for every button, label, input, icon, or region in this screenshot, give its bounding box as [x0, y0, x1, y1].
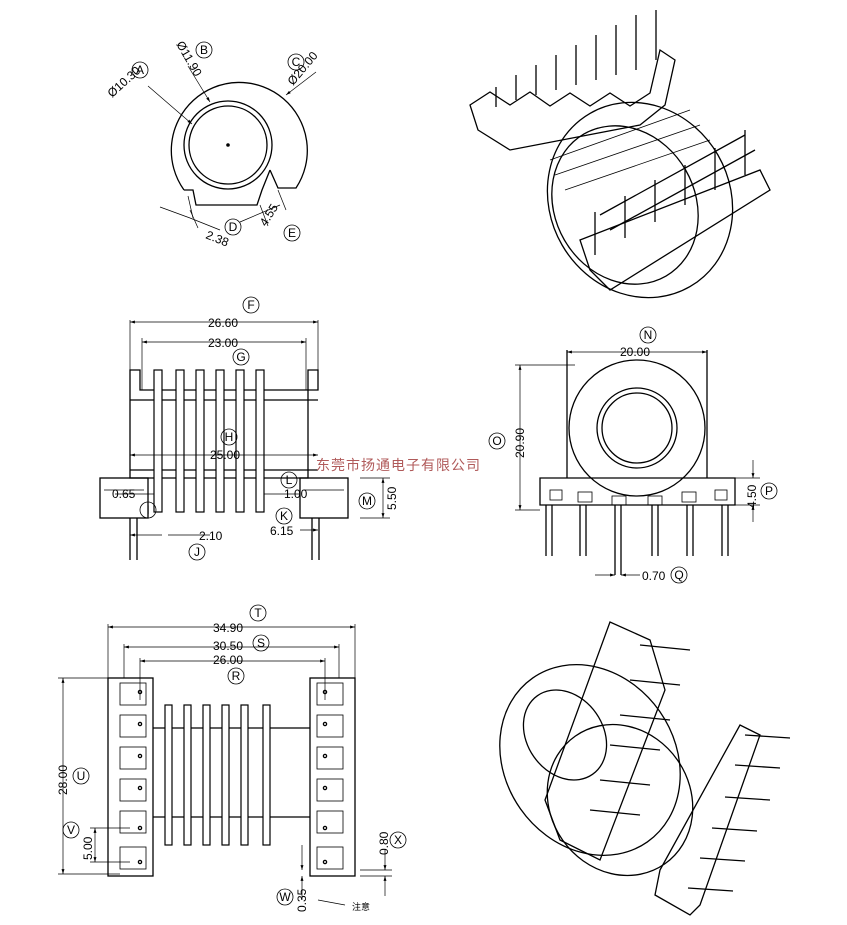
label-G: G	[232, 348, 250, 366]
label-I: I	[139, 501, 157, 519]
svg-text:C: C	[292, 55, 301, 69]
dim-N: 20.00	[620, 345, 650, 359]
dim-Q: 0.70	[642, 569, 666, 583]
label-X: X	[389, 831, 407, 849]
label-K: K	[275, 507, 293, 525]
dim-I: 0.65	[112, 487, 136, 501]
dim-T: 34.90	[213, 621, 243, 635]
dim-H: 25.00	[210, 448, 240, 462]
bottom-view	[58, 624, 392, 906]
label-A: A	[131, 61, 149, 79]
side-view	[515, 350, 760, 577]
svg-text:F: F	[247, 298, 254, 312]
dim-U: 28.00	[56, 765, 70, 795]
svg-text:N: N	[644, 328, 653, 342]
svg-text:A: A	[136, 63, 144, 77]
label-T: T	[249, 604, 267, 622]
svg-text:E: E	[288, 226, 296, 240]
dim-K: 6.15	[270, 524, 294, 538]
svg-text:R: R	[232, 669, 241, 683]
dim-J: 2.10	[199, 529, 223, 543]
svg-text:M: M	[362, 494, 372, 508]
label-W: W	[276, 888, 294, 906]
svg-text:T: T	[254, 606, 262, 620]
label-C: C	[287, 53, 305, 71]
dim-G: 23.00	[208, 336, 238, 350]
dim-M: 5.50	[385, 486, 399, 510]
label-F: F	[242, 296, 260, 314]
svg-text:X: X	[394, 833, 402, 847]
label-L: L	[280, 471, 298, 489]
note-text: 注意	[352, 901, 370, 913]
svg-text:V: V	[67, 823, 75, 837]
svg-text:H: H	[225, 430, 234, 444]
iso-view-bottom	[499, 621, 791, 916]
svg-text:O: O	[492, 434, 501, 448]
label-D: D	[224, 218, 242, 236]
svg-text:S: S	[257, 636, 265, 650]
label-U: U	[72, 767, 90, 785]
svg-text:P: P	[765, 484, 773, 498]
dim-F: 26.60	[208, 316, 238, 330]
svg-text:G: G	[236, 350, 245, 364]
label-B: B	[195, 41, 213, 59]
svg-text:D: D	[229, 220, 238, 234]
label-Q: Q	[670, 566, 688, 584]
dim-O: 20.90	[513, 428, 527, 458]
label-M: M	[358, 492, 376, 510]
watermark: 东莞市扬通电子有限公司	[316, 457, 481, 474]
svg-text:U: U	[77, 769, 86, 783]
svg-text:Q: Q	[674, 568, 683, 582]
dim-D: 2.38	[204, 228, 231, 250]
label-S: S	[252, 634, 270, 652]
label-E: E	[283, 224, 301, 242]
dim-P: 4.50	[745, 484, 759, 508]
top-view	[147, 65, 317, 231]
svg-text:K: K	[280, 509, 288, 523]
svg-text:I: I	[146, 503, 149, 517]
svg-text:B: B	[200, 43, 208, 57]
dim-V: 5.00	[81, 836, 95, 860]
dim-R: 26.00	[213, 653, 243, 667]
label-P: P	[760, 482, 778, 500]
label-N: N	[639, 326, 657, 344]
iso-view-top	[469, 10, 771, 299]
dim-L: 1.00	[284, 487, 308, 501]
front-view	[99, 320, 390, 560]
dim-X: 0.80	[377, 831, 391, 855]
label-R: R	[227, 667, 245, 685]
label-V: V	[62, 821, 80, 839]
svg-text:W: W	[279, 890, 291, 904]
svg-text:L: L	[286, 473, 293, 487]
label-J: J	[188, 543, 206, 561]
label-O: O	[488, 432, 506, 450]
dim-W: 0.35	[295, 888, 309, 912]
dim-S: 30.50	[213, 639, 243, 653]
label-H: H	[220, 428, 238, 446]
svg-text:J: J	[194, 545, 200, 559]
